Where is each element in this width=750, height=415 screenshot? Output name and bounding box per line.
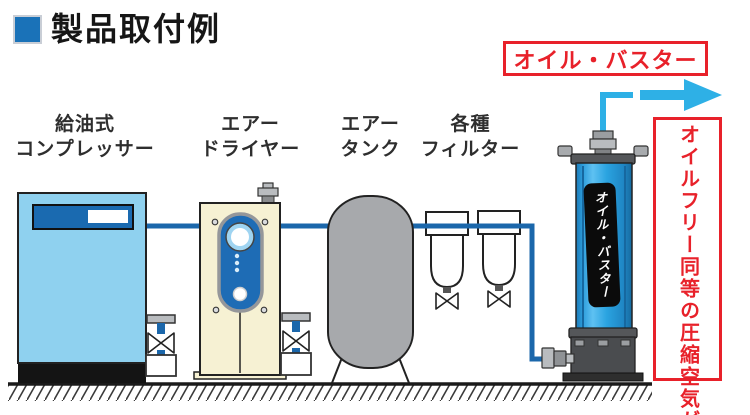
air-compressor <box>17 192 147 383</box>
side-note-box: オイルフリー同等の 圧縮空気が得られます。 <box>653 117 722 415</box>
title-row: 製品取付例 <box>13 12 221 46</box>
trap-pipe <box>157 350 165 356</box>
side-note-line1: オイルフリー同等の <box>676 124 699 322</box>
filters-label: 各種 フィルター <box>418 112 523 162</box>
air-tank-body <box>327 195 414 369</box>
ground-hatch <box>8 385 652 401</box>
drain-valve-icon <box>487 290 511 308</box>
top-bolt-right <box>633 145 649 157</box>
ground <box>8 382 652 401</box>
base-nuts <box>574 339 631 347</box>
compressor-label: 給油式 コンプレッサー <box>10 112 160 162</box>
inlet-coupling <box>541 347 575 369</box>
tank-label: エアー タンク <box>323 112 418 162</box>
sight-glass <box>231 228 249 246</box>
tank-label-line1: エアー <box>341 114 400 135</box>
outlet-pipe <box>600 92 633 140</box>
filters-label-line2: フィルター <box>420 139 521 160</box>
compressor-label-line2: コンプレッサー <box>15 139 155 160</box>
indicator-dots <box>234 253 240 273</box>
trap-cap <box>281 312 311 322</box>
panel-display <box>88 210 128 223</box>
dryer-label-line1: エアー <box>221 114 280 135</box>
filter-bowl <box>482 233 516 287</box>
drain-port <box>232 286 248 302</box>
base-plate <box>562 372 644 382</box>
filter-bowl <box>430 234 464 289</box>
filters-label-line1: 各種 <box>450 114 491 135</box>
output-label-text: オイル・バスター <box>513 47 698 73</box>
dryer-top-fitting <box>257 182 279 205</box>
dryer-label-line2: ドライヤー <box>200 139 301 160</box>
oil-buster-product-label-text: オイル・バスター <box>592 190 611 300</box>
compressor-base <box>18 360 146 383</box>
output-label-box: オイル・バスター <box>503 41 708 76</box>
panel-screws <box>211 218 269 314</box>
title-bullet-square <box>13 14 42 44</box>
top-bolt-left <box>557 145 573 157</box>
tank-label-line2: タンク <box>340 139 401 160</box>
drain-trap-2 <box>280 312 312 376</box>
trap-pipe <box>157 323 165 334</box>
drain-valve-icon <box>282 330 310 352</box>
trap-container <box>145 354 177 377</box>
trap-pipe <box>292 321 300 332</box>
trap-cap <box>146 314 176 324</box>
side-note-line2: 圧縮空気が得られます。 <box>673 322 703 415</box>
trap-container <box>280 352 312 376</box>
dryer-label: エアー ドライヤー <box>193 112 308 162</box>
filter-unit-1 <box>425 211 469 310</box>
oil-buster-product-label: オイル・バスター <box>583 182 621 308</box>
drain-valve-icon <box>435 292 459 310</box>
compressor-label-line1: 給油式 <box>54 114 115 135</box>
filter-head <box>477 210 521 235</box>
outlet-fitting <box>589 130 617 156</box>
page-title: 製品取付例 <box>51 11 222 47</box>
trap-pipe <box>292 348 300 354</box>
air-dryer <box>193 182 287 380</box>
filter-drain-stub <box>443 287 451 293</box>
filter-drain-stub <box>495 285 503 291</box>
drain-trap-1 <box>145 314 177 377</box>
drain-valve-icon <box>147 332 175 354</box>
flow-arrow-icon <box>640 79 722 111</box>
